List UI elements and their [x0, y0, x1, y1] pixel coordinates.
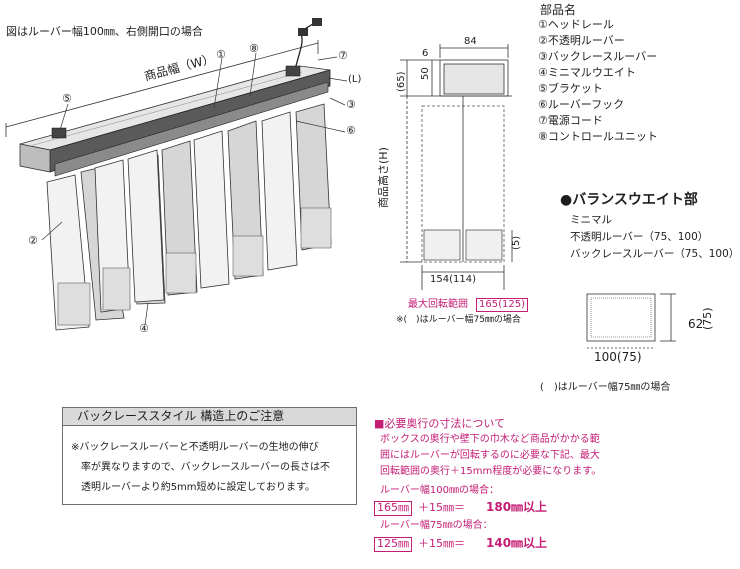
depth-note-line: 囲にはルーバーが回転するのに必要な下記、最大: [380, 450, 600, 461]
callout-l: (L): [348, 74, 362, 85]
part-item: ①ヘッドレール: [538, 18, 614, 31]
height-label: 商品高さ(H): [377, 147, 390, 208]
case75-box: 125㎜: [374, 537, 412, 552]
depth-note-line: ボックスの奥行や壁下の巾木など商品がかかる範: [380, 434, 600, 445]
callout-head-rail: ①: [216, 48, 226, 61]
balance-width-dim: 100(75): [594, 350, 642, 364]
max-rotation-label: 最大回転範囲: [408, 299, 468, 310]
side-view-drawing: [400, 44, 513, 290]
part-item: ④ミニマルウエイト: [538, 66, 636, 79]
callout-control-unit: ⑧: [249, 42, 259, 55]
callout-backlace-louver: ③: [346, 98, 356, 111]
part-item: ⑦電源コード: [538, 114, 603, 127]
caution-title: バックレーススタイル 構造上のご注意: [77, 409, 285, 423]
depth-note-line: 回転範囲の奥行＋15mm程度が必要になります。: [380, 466, 602, 477]
balance-weight-item: ミニマル: [570, 214, 612, 226]
part-item: ③バックレースルーバー: [538, 50, 658, 63]
caution-line: 透明ルーバーより約5mm短めに設定しております。: [81, 482, 315, 493]
callout-bracket: ⑤: [62, 92, 72, 105]
balance-weight-note: ( )はルーバー幅75㎜の場合: [540, 382, 671, 393]
max-rotation-value: 165(125): [476, 298, 528, 312]
case100-label: ルーバー幅100㎜の場合：: [380, 485, 499, 496]
caution-header: バックレーススタイル 構造上のご注意: [63, 408, 356, 426]
head-rail: [19, 18, 331, 177]
balance-height-dim: 62: [688, 317, 704, 331]
callout-louver-hook: ⑥: [346, 124, 356, 137]
case100-box: 165㎜: [374, 501, 412, 516]
balance-height-dim-alt: (75): [701, 307, 714, 330]
case75-plus: ＋15㎜＝: [418, 537, 465, 550]
part-item: ②不透明ルーバー: [538, 34, 625, 47]
dim-50: 50: [420, 67, 431, 80]
balance-weight-title: ●バランスウエイト部: [560, 192, 698, 208]
dim-65: (65): [396, 71, 407, 92]
callout-opaque-louver: ②: [28, 234, 38, 247]
part-item: ⑥ルーバーフック: [538, 98, 625, 111]
caution-line: 率が異なりますので、バックレースルーバーの長さは不: [81, 462, 330, 473]
side-view-footnote: ※( )はルーバー幅75㎜の場合: [396, 315, 521, 325]
part-item: ⑤ブラケット: [538, 82, 603, 95]
dim-5: (5): [511, 235, 522, 250]
balance-weight-drawing: [586, 293, 676, 349]
dim-6: 6: [422, 48, 429, 59]
parts-title: 部品名: [540, 3, 577, 17]
width-dimension-line: [5, 40, 319, 137]
depth-note-title: ■必要奥行の寸法について: [374, 417, 506, 430]
case75-label: ルーバー幅75㎜の場合：: [380, 520, 493, 531]
louvers: [46, 103, 332, 331]
dim-bottom-width: 154(114): [430, 274, 476, 285]
diagram-caption: 図はルーバー幅100㎜、右側開口の場合: [6, 25, 203, 38]
balance-weight-item: バックレースルーバー（75、100）: [570, 248, 740, 260]
callout-minimal-weight: ④: [139, 322, 149, 335]
caution-box: バックレーススタイル 構造上のご注意 ※バックレースルーバーと不透明ルーバーの生…: [62, 407, 357, 505]
case100-result: 180㎜以上: [486, 500, 548, 514]
caution-line: ※バックレースルーバーと不透明ルーバーの生地の伸び: [71, 442, 319, 453]
case100-plus: ＋15㎜＝: [418, 501, 465, 514]
case75-result: 140㎜以上: [486, 536, 548, 550]
balance-weight-item: 不透明ルーバー（75、100）: [570, 231, 709, 243]
dim-top-width: 84: [464, 36, 477, 47]
callout-power-cord: ⑦: [338, 49, 348, 62]
part-item: ⑧コントロールユニット: [538, 130, 658, 143]
